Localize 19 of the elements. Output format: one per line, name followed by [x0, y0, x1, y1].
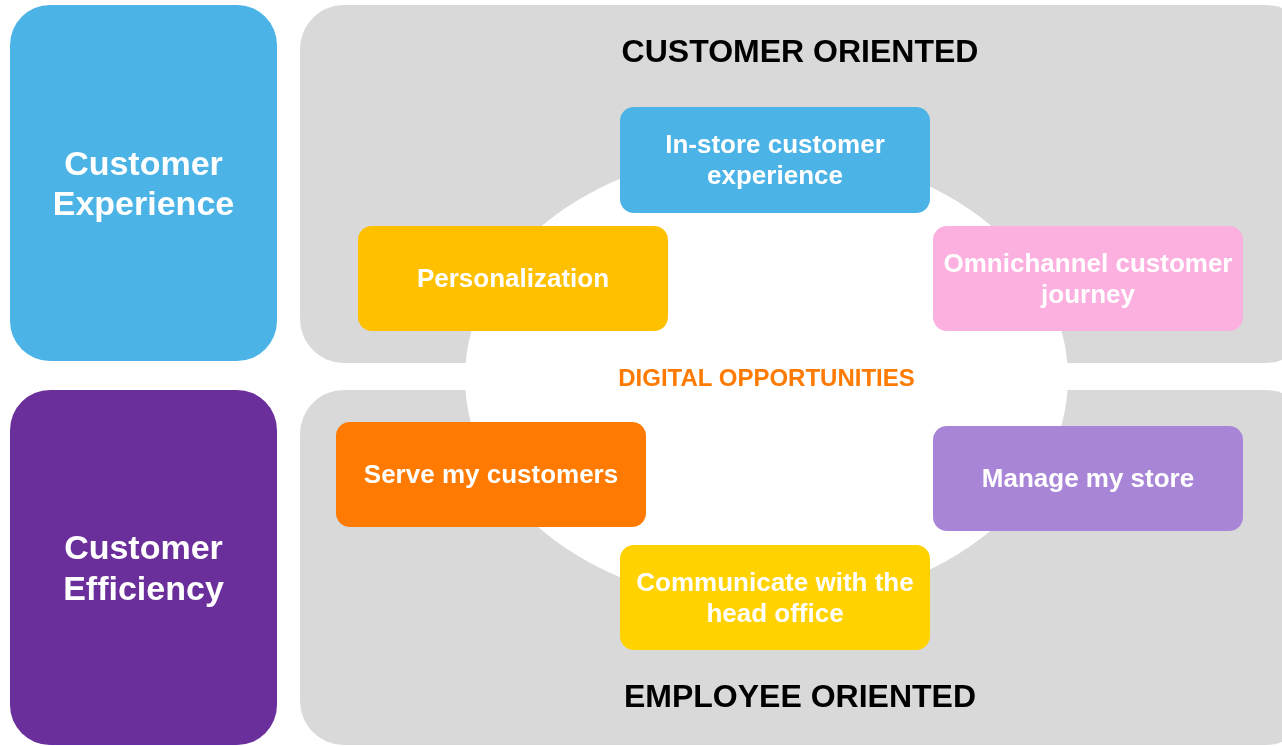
opportunity-box: [933, 426, 1243, 531]
box-label: Omnichannel customer journey: [943, 247, 1233, 310]
panel-title: Customer Experience: [51, 142, 236, 224]
opportunity-box: [358, 226, 668, 331]
box-label: Serve my customers: [363, 459, 619, 490]
category-panel: [10, 5, 277, 361]
opportunity-box: [620, 545, 930, 650]
box-label: Personalization: [416, 263, 610, 294]
band-title: EMPLOYEE ORIENTED: [622, 678, 977, 716]
center-label: DIGITAL OPPORTUNITIES: [618, 363, 915, 393]
opportunity-box: [620, 107, 930, 213]
panel-title: Customer Efficiency: [62, 527, 225, 608]
band-title: CUSTOMER ORIENTED: [620, 33, 980, 71]
box-label: Communicate with the head office: [635, 566, 915, 629]
opportunity-box: [336, 422, 646, 527]
opportunity-box: [933, 226, 1243, 331]
box-label: In-store customer experience: [664, 129, 886, 191]
category-panel: [10, 390, 277, 745]
box-label: Manage my store: [981, 463, 1195, 494]
